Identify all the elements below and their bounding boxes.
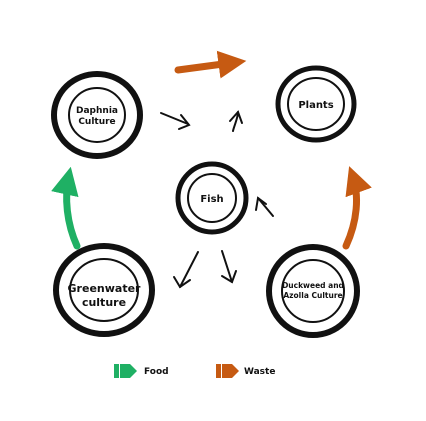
node-duckweed-azolla-culture: Duckweed and Azolla Culture	[266, 244, 360, 338]
legend-food-swatch-bar	[114, 364, 119, 378]
legend-food-label: Food	[144, 367, 169, 377]
arrowhead-fish-to-duckweed-lower	[221, 270, 237, 284]
arrowhead-daphnia-to-fish	[178, 114, 191, 130]
duckweed-label-line1: Duckweed and	[282, 281, 344, 290]
greenwater-label-line1: Greenwater	[68, 282, 142, 295]
daphnia-label-line2: Culture	[78, 117, 115, 127]
daphnia-label-line1: Daphnia	[76, 106, 118, 116]
node-fish: Fish	[175, 161, 249, 235]
waste-arrow-duckweed-to-plants	[342, 166, 372, 250]
arrowhead-fish-to-greenwater	[173, 276, 191, 289]
legend-food-arrow-icon	[120, 364, 137, 378]
greenwater-label-line2: culture	[82, 296, 126, 309]
arrowhead-fish-to-duckweed	[255, 196, 267, 211]
legend-waste: Waste	[216, 364, 275, 378]
legend-waste-label: Waste	[244, 367, 275, 377]
waste-arrow-daphnia-to-plants	[174, 50, 247, 79]
arrow-fish-to-greenwater	[179, 251, 199, 288]
arrow-fish-to-duckweed-lower	[221, 250, 233, 283]
food-arrow-greenwater-to-daphnia	[51, 166, 81, 250]
arrow-daphnia-to-fish	[160, 112, 189, 125]
duckweed-label-line2: Azolla Culture	[283, 291, 342, 300]
node-greenwater-culture: Greenwater culture	[53, 243, 155, 337]
node-plants: Plants	[275, 65, 357, 143]
legend-waste-arrow-icon	[222, 364, 239, 378]
legend-food: Food	[114, 364, 169, 378]
arrowhead-plants-to-fish	[229, 110, 243, 124]
plants-label: Plants	[298, 100, 333, 111]
node-daphnia-culture: Daphnia Culture	[51, 71, 143, 159]
legend-waste-swatch-bar	[216, 364, 221, 378]
legend: Food Waste	[114, 364, 275, 378]
fish-label: Fish	[200, 194, 223, 205]
